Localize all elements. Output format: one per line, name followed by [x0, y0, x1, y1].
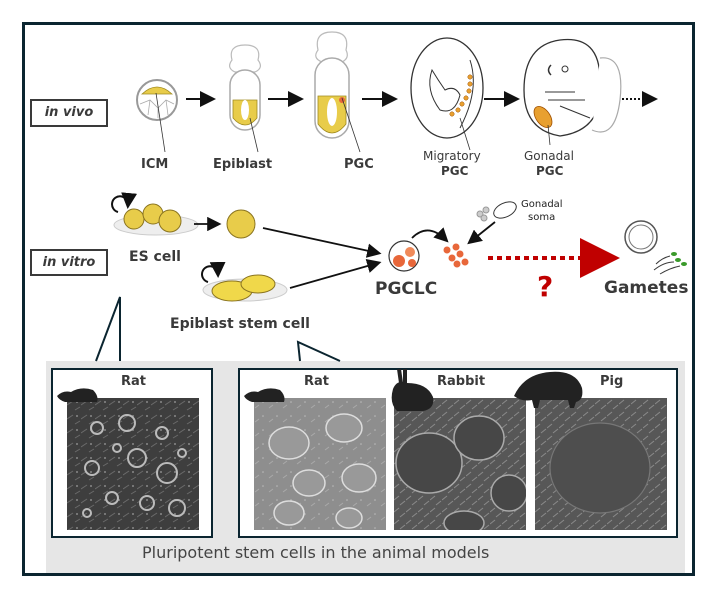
label-gametes: Gametes	[604, 278, 689, 298]
label-epiblast: Epiblast	[213, 157, 273, 172]
label-gonadal-soma-2: soma	[528, 212, 556, 223]
label-epiblast-stem-cell: Epiblast stem cell	[170, 316, 310, 332]
es-aggregate	[226, 209, 256, 239]
icm-blastocyst	[136, 79, 178, 153]
arrow-epi-pgclc	[289, 259, 382, 289]
label-migratory: Migratory	[423, 149, 481, 163]
in-vivo-tag: in vivo	[30, 99, 108, 127]
label-pgc: PGC	[344, 157, 374, 172]
arrow-es-pgclc	[262, 227, 382, 258]
label-gonadal: Gonadal	[524, 149, 574, 163]
rat-es-micrograph	[67, 398, 199, 530]
rat-icon	[57, 388, 98, 402]
unknown-step-question: ?	[537, 270, 554, 303]
es-photo-panel: Rat	[51, 368, 213, 538]
pig-icon	[514, 371, 583, 408]
label-icm: ICM	[141, 157, 169, 172]
epi-panel-species-rat: Rat	[304, 374, 329, 389]
label-gonadal-soma-1: Gonadal	[521, 199, 563, 210]
figure-frame	[22, 22, 695, 576]
sorted-pgclc	[443, 243, 469, 268]
epiblast-embryo	[229, 44, 261, 153]
in-vitro-tag: in vitro	[30, 249, 108, 276]
pig-epi-micrograph	[535, 398, 667, 530]
pgclc-aggregate	[388, 227, 449, 272]
label-pgclc: PGCLC	[375, 279, 438, 299]
epi-panel-species-rabbit: Rabbit	[437, 374, 486, 389]
arrow-soma-pgclc	[467, 221, 496, 245]
es-panel-species: Rat	[121, 374, 146, 389]
rabbit-icon	[391, 368, 434, 411]
es-cell-dish	[111, 192, 199, 236]
rabbit-epi-micrograph	[394, 398, 526, 530]
label-es-cell: ES cell	[129, 249, 181, 265]
label-gonadal-pgc: PGC	[536, 164, 564, 178]
epi-panel-species-pig: Pig	[600, 374, 624, 389]
panel-caption: Pluripotent stem cells in the animal mod…	[142, 543, 490, 562]
migratory-pgc-embryo	[410, 37, 484, 151]
epi-photo-panel: Rat Rabbit Pig	[238, 368, 678, 538]
callout-epi	[296, 340, 341, 362]
gametes-illustration	[624, 220, 687, 275]
rat-icon	[244, 388, 285, 402]
gonadal-soma	[476, 201, 517, 222]
self-renew-arrow-epi	[201, 261, 226, 283]
label-migratory-pgc: PGC	[441, 164, 469, 178]
arrow-pgclc-sort	[411, 227, 449, 243]
gonadal-pgc-embryo	[523, 38, 622, 146]
epiblast-stem-cell-dish	[201, 261, 288, 302]
self-renew-arrow-es	[111, 192, 138, 213]
rat-epi-micrograph	[254, 398, 386, 530]
pgc-embryo	[314, 31, 361, 153]
callout-es	[95, 296, 121, 362]
